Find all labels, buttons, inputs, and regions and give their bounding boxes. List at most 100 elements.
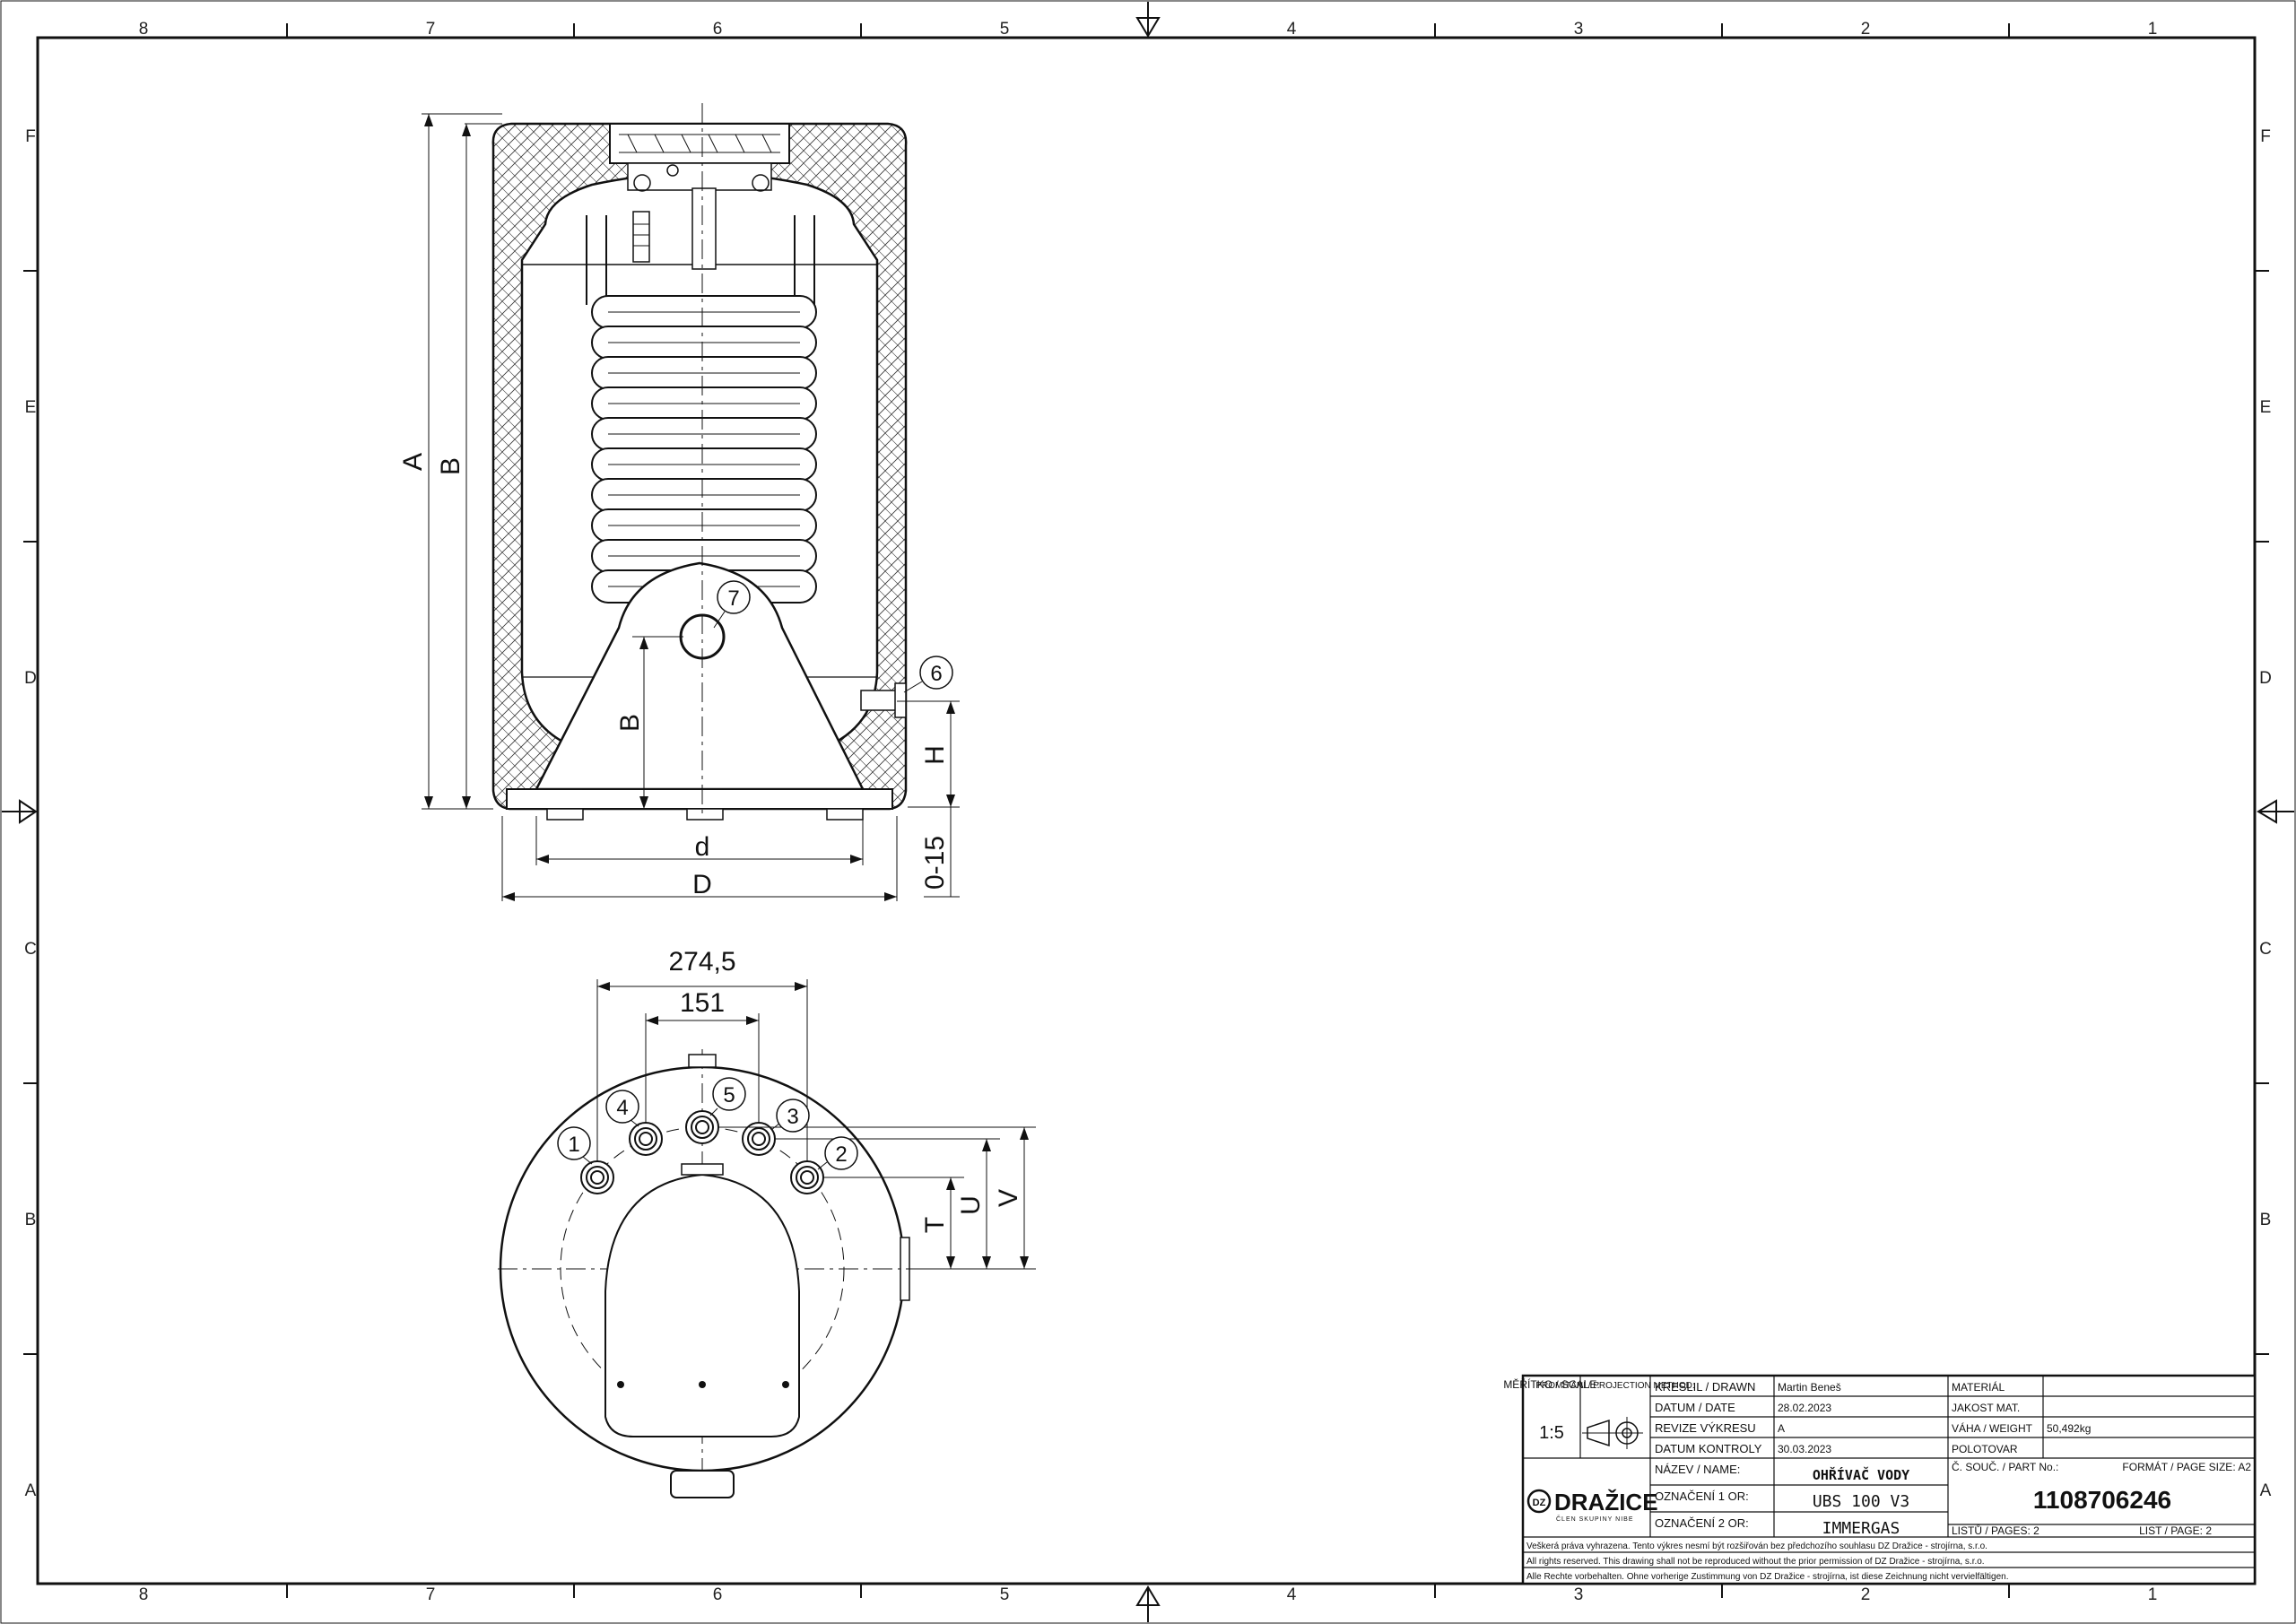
nozzle-1 bbox=[580, 1160, 614, 1194]
balloon-1: 1 bbox=[557, 1126, 593, 1165]
zone-col-5: 5 bbox=[1000, 20, 1010, 39]
mark2-label: OZNAČENÍ 2 OR: bbox=[1655, 1516, 1749, 1530]
page-number: LIST / PAGE: 2 bbox=[2139, 1524, 2212, 1537]
balloon-3: 3 bbox=[770, 1099, 810, 1133]
nozzle-3 bbox=[742, 1122, 776, 1156]
nozzle-2 bbox=[790, 1160, 824, 1194]
title-block: MĚŘÍTKO / SCALE: 1:5 PROMÍTÁNÍ / PROJECT… bbox=[1503, 1374, 2257, 1585]
logo-subtitle: ČLEN SKUPINY NIBE bbox=[1556, 1515, 1634, 1523]
zone-row-e: E bbox=[25, 398, 37, 417]
svg-text:3: 3 bbox=[787, 1105, 798, 1129]
dim-offset-label: 0-15 bbox=[920, 836, 950, 890]
date-value: 28.02.2023 bbox=[1778, 1402, 1831, 1414]
zone-col-6: 6 bbox=[713, 20, 723, 39]
dz-logo-icon: DZ bbox=[1526, 1489, 1552, 1514]
zone-row-d-right: D bbox=[2259, 669, 2272, 688]
heat-exchanger-coil bbox=[591, 295, 817, 604]
zone-col-2-bottom: 2 bbox=[1861, 1585, 1871, 1604]
zone-col-7-bottom: 7 bbox=[426, 1585, 436, 1604]
balloon-2: 2 bbox=[817, 1136, 858, 1170]
zone-row-f: F bbox=[25, 127, 36, 146]
weight-value: 50,492kg bbox=[2047, 1422, 2091, 1435]
zone-labels: 8 7 6 5 4 3 2 1 8 7 6 5 4 3 2 1 F E D C … bbox=[24, 20, 2272, 1604]
dim-b-inner-label: B bbox=[615, 714, 645, 732]
zone-col-6-bottom: 6 bbox=[713, 1585, 723, 1604]
check-date-label: DATUM KONTROLY bbox=[1655, 1442, 1762, 1455]
dim-151-label: 151 bbox=[680, 988, 725, 1018]
dim-t-label: T bbox=[920, 1217, 950, 1233]
part-number-value: 1108706246 bbox=[2033, 1486, 2171, 1514]
svg-text:1: 1 bbox=[568, 1133, 579, 1157]
zone-row-b-right: B bbox=[2260, 1211, 2272, 1229]
balloon-5: 5 bbox=[709, 1077, 746, 1116]
name-label: NÁZEV / NAME: bbox=[1655, 1463, 1740, 1476]
svg-text:6: 6 bbox=[930, 662, 942, 686]
quality-label: JAKOST MAT. bbox=[1952, 1402, 2020, 1414]
legal-cz: Veškerá práva vyhrazena. Tento výkres ne… bbox=[1526, 1541, 1987, 1551]
svg-text:7: 7 bbox=[727, 586, 739, 611]
date-label: DATUM / DATE bbox=[1655, 1401, 1735, 1414]
balloon-6: 6 bbox=[903, 656, 953, 693]
material-label: MATERIÁL bbox=[1952, 1380, 2005, 1394]
dim-h-label: H bbox=[920, 745, 950, 765]
zone-col-1-bottom: 1 bbox=[2148, 1585, 2158, 1604]
zone-row-f-right: F bbox=[2260, 127, 2271, 146]
section-dimension-lines bbox=[422, 113, 960, 901]
revision-label: REVIZE VÝKRESU bbox=[1655, 1421, 1756, 1435]
revision-value: A bbox=[1778, 1422, 1785, 1435]
dim-d-large-label: D bbox=[692, 870, 712, 899]
weight-label: VÁHA / WEIGHT bbox=[1952, 1421, 2033, 1435]
check-date-value: 30.03.2023 bbox=[1778, 1443, 1831, 1455]
nozzle-4 bbox=[629, 1122, 663, 1156]
drawn-label: KRESLIL / DRAWN bbox=[1655, 1380, 1755, 1394]
mark2-value: IMMERGAS bbox=[1822, 1519, 1900, 1538]
svg-text:4: 4 bbox=[616, 1096, 628, 1120]
dim-d-small-label: d bbox=[695, 832, 710, 862]
zone-row-a-right: A bbox=[2260, 1481, 2272, 1500]
pages-total: LISTŮ / PAGES: 2 bbox=[1952, 1524, 2039, 1537]
dim-a-label: A bbox=[398, 453, 428, 471]
zone-col-3-bottom: 3 bbox=[1574, 1585, 1584, 1604]
balloon-7: 7 bbox=[713, 580, 751, 629]
dim-b-label: B bbox=[436, 457, 465, 475]
zone-row-a: A bbox=[25, 1481, 37, 1500]
mark1-value: UBS 100 V3 bbox=[1813, 1492, 1909, 1511]
cover-opening bbox=[604, 1173, 800, 1437]
zone-col-2: 2 bbox=[1861, 20, 1871, 39]
zone-col-8-bottom: 8 bbox=[139, 1585, 149, 1604]
support-cone bbox=[534, 561, 865, 791]
dim-u-label: U bbox=[956, 1195, 986, 1215]
zone-row-c: C bbox=[24, 940, 37, 959]
zone-col-3: 3 bbox=[1574, 20, 1584, 39]
zone-row-d: D bbox=[24, 669, 37, 688]
zone-row-e-right: E bbox=[2260, 398, 2272, 417]
dim-v-label: V bbox=[994, 1189, 1023, 1207]
dim-274-label: 274,5 bbox=[668, 947, 735, 977]
scale-value: 1:5 bbox=[1539, 1423, 1564, 1443]
zone-col-7: 7 bbox=[426, 20, 436, 39]
legal-de: Alle Rechte vorbehalten. Ohne vorherige … bbox=[1526, 1572, 2008, 1582]
zone-col-8: 8 bbox=[139, 20, 149, 39]
svg-text:5: 5 bbox=[723, 1083, 735, 1107]
format-label: FORMÁT / PAGE SIZE: A2 bbox=[2122, 1460, 2251, 1473]
section-view: A B B H 0-15 d D 7 6 bbox=[398, 103, 960, 901]
scale-label: MĚŘÍTKO / SCALE: bbox=[1503, 1377, 1599, 1391]
svg-text:DZ: DZ bbox=[1533, 1498, 1546, 1508]
zone-col-1: 1 bbox=[2148, 20, 2158, 39]
zone-col-4: 4 bbox=[1287, 20, 1297, 39]
part-number-label: Č. SOUČ. / PART No.: bbox=[1952, 1460, 2058, 1473]
zone-col-5-bottom: 5 bbox=[1000, 1585, 1010, 1604]
balloon-4: 4 bbox=[605, 1090, 639, 1127]
zone-col-4-bottom: 4 bbox=[1287, 1585, 1297, 1604]
svg-text:2: 2 bbox=[835, 1142, 847, 1167]
projection-label: PROMÍTÁNÍ / PROJECTION METHOD: bbox=[1535, 1379, 1694, 1391]
projection-symbol-icon bbox=[1582, 1417, 1643, 1449]
name-value: OHŘÍVAČ VODY bbox=[1813, 1466, 1909, 1483]
zone-row-c-right: C bbox=[2259, 940, 2272, 959]
mark1-label: OZNAČENÍ 1 OR: bbox=[1655, 1489, 1749, 1503]
top-dimension-lines bbox=[596, 979, 1036, 1270]
nozzle-5 bbox=[685, 1110, 719, 1144]
